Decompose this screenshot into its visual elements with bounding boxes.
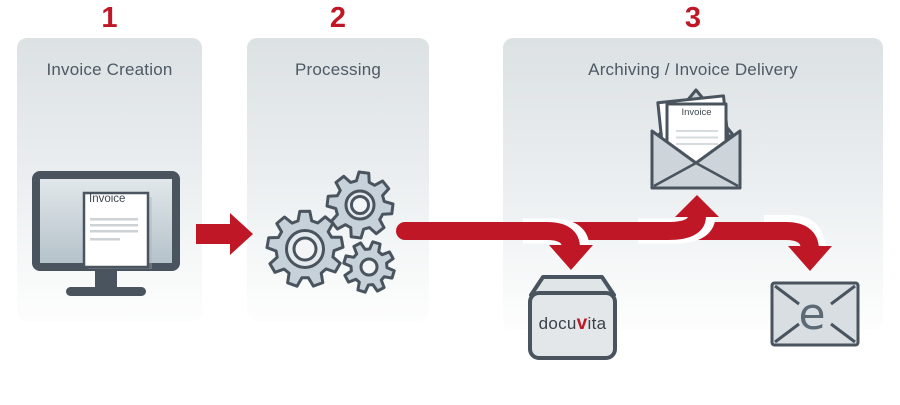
docuvita-logo: docuvita (528, 314, 617, 334)
gears-icon (265, 170, 396, 294)
arrow-creation-to-processing (196, 213, 253, 255)
docuvita-logo-post: ita (587, 314, 607, 333)
docuvita-box-icon (528, 275, 617, 360)
open-envelope-icon (650, 88, 742, 190)
stage-number-1: 1 (101, 2, 118, 34)
flow-arrowhead-to-email (788, 246, 832, 271)
email-letter-e: e (798, 289, 826, 340)
docuvita-logo-pre: docu (538, 314, 577, 333)
flow-arrow-to-docuvita (517, 222, 580, 249)
flow-arrowhead-to-docuvita (549, 245, 593, 270)
flow-arrowhead-to-envelope (675, 195, 719, 217)
monitor-invoice-label: Invoice (89, 193, 126, 205)
flow-arrows (396, 195, 832, 271)
monitor-invoice-lines (90, 218, 138, 241)
stage-title-invoice-creation: Invoice Creation (46, 60, 173, 79)
stage-number-3: 3 (684, 2, 702, 34)
envelope-invoice-lines (676, 130, 718, 145)
flow-arrow-to-envelope (630, 214, 706, 240)
monitor-icon (32, 171, 180, 296)
docuvita-logo-accent: v (576, 313, 588, 334)
email-envelope-icon (770, 281, 860, 347)
stage-title-processing: Processing (294, 60, 382, 79)
stage-title-archiving-delivery: Archiving / Invoice Delivery (588, 60, 798, 79)
stage-number-2: 2 (329, 2, 347, 34)
flow-arrow-main (396, 222, 819, 260)
envelope-invoice-label: Invoice (681, 107, 712, 118)
